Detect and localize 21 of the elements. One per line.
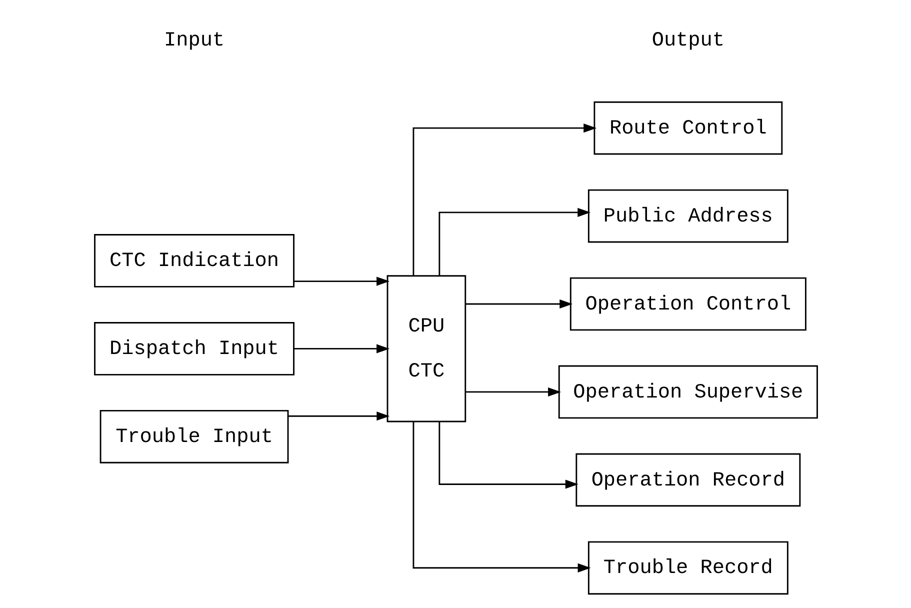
node-box: Dispatch Input	[94, 322, 294, 376]
node-box: Operation Supervise	[558, 365, 818, 419]
node-box: Trouble Record	[587, 541, 788, 595]
arrow	[294, 344, 390, 354]
node-box: Operation Control	[569, 277, 806, 331]
arrow	[412, 124, 596, 276]
node-box: Route Control	[593, 101, 782, 155]
arrow	[465, 387, 561, 397]
arrow	[288, 412, 390, 421]
arrow	[438, 208, 590, 276]
arrow	[438, 422, 578, 489]
node-box: Trouble Input	[99, 410, 288, 464]
node-box: CTC Indication	[94, 234, 294, 288]
arrow	[465, 299, 572, 309]
node-box: CPU CTC	[386, 275, 466, 422]
arrow	[294, 276, 390, 286]
label: Output	[651, 29, 724, 52]
node-box: Public Address	[587, 189, 788, 243]
label: Input	[164, 29, 224, 52]
arrow	[412, 422, 590, 572]
node-box: Operation Record	[575, 453, 800, 507]
